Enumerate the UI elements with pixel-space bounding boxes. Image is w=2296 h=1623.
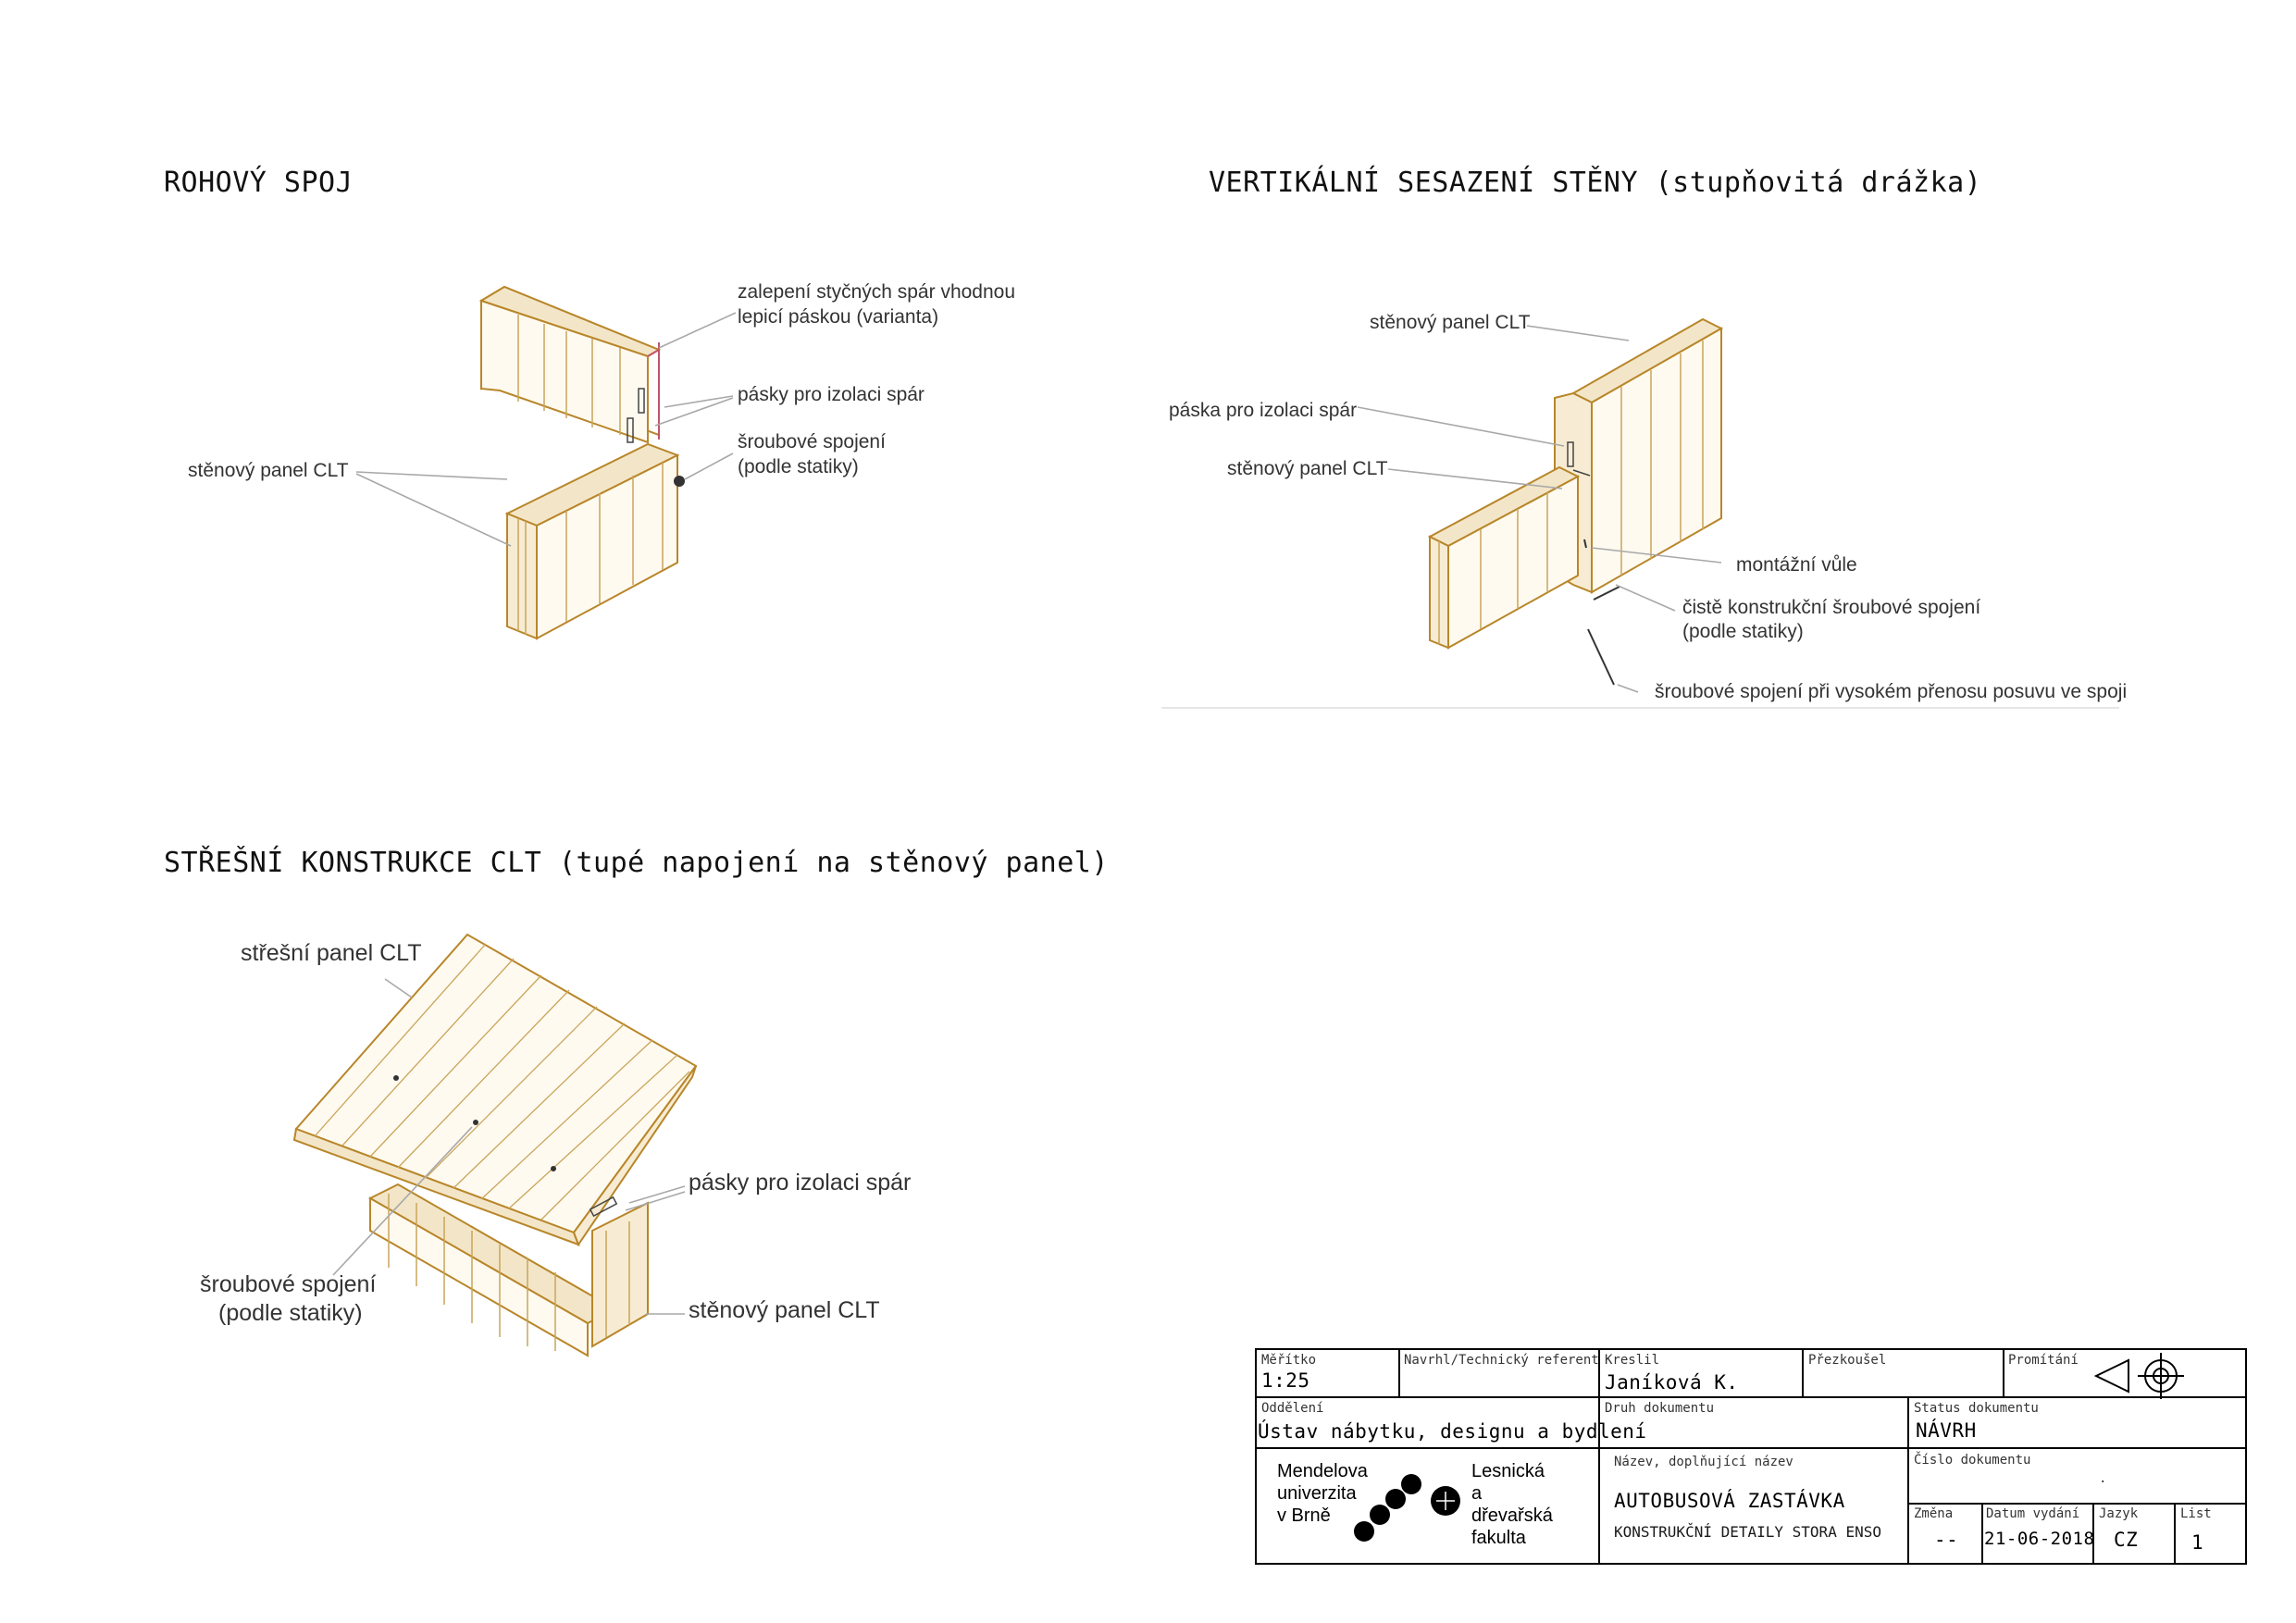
label-roof-panel: střešní panel CLT — [241, 940, 422, 966]
label-wall-panel-top: stěnový panel CLT — [1370, 312, 1531, 333]
tb-name-value: AUTOBUSOVÁ ZASTÁVKA — [1614, 1490, 1845, 1512]
tb-language-label: Jazyk — [2099, 1506, 2139, 1521]
tb-sheet-label: List — [2180, 1506, 2212, 1521]
corner-upper-panel — [478, 285, 662, 444]
label-assembly-clearance: montážní vůle — [1736, 554, 1857, 576]
label-wall-panel-left: stěnový panel CLT — [1227, 458, 1388, 479]
label-wall-panel: stěnový panel CLT — [188, 460, 349, 481]
label-structural-screw-line2: (podle statiky) — [1682, 621, 1804, 642]
label-screw-line2: (podle statiky) — [738, 456, 859, 477]
tb-doc-number-label: Číslo dokumentu — [1914, 1453, 2031, 1468]
heading-roof-construction: STŘEŠNÍ KONSTRUKCE CLT (tupé napojení na… — [164, 847, 1109, 879]
label-roof-strips: pásky pro izolaci spár — [689, 1170, 912, 1196]
tb-projection-label: Promítání — [2008, 1353, 2079, 1368]
label-joint-strip: páska pro izolaci spár — [1169, 400, 1358, 421]
tb-date-value: 21-06-2018 — [1984, 1529, 2095, 1549]
tb-name-label: Název, doplňující název — [1614, 1455, 1793, 1469]
tb-scale-label: Měřítko — [1261, 1353, 1317, 1368]
tb-change-value: -- — [1934, 1529, 1959, 1551]
tb-sheet-value: 1 — [2191, 1531, 2204, 1554]
tb-department-value: Ústav nábytku, designu a bydlení — [1258, 1420, 1647, 1443]
tb-doc-number-value: . — [2099, 1471, 2107, 1486]
label-structural-screw-line1: čistě konstrukční šroubové spojení — [1682, 597, 1981, 618]
tb-date-label: Datum vydání — [1986, 1506, 2080, 1521]
label-tape-glue-line2: lepicí páskou (varianta) — [738, 306, 939, 328]
tb-drawn-label: Kreslil — [1605, 1353, 1660, 1368]
university-logo-icon — [1354, 1474, 1460, 1542]
tb-status-label: Status dokumentu — [1914, 1401, 2039, 1416]
tb-change-label: Změna — [1914, 1506, 1954, 1521]
tb-scale-value: 1:25 — [1261, 1369, 1310, 1392]
tb-department-label: Oddělení — [1261, 1401, 1324, 1416]
heading-vertical-joint: VERTIKÁLNÍ SESAZENÍ STĚNY (stupňovitá dr… — [1209, 167, 1982, 199]
label-roof-wall-panel: stěnový panel CLT — [689, 1297, 880, 1323]
label-tape-glue-line1: zalepení styčných spár vhodnou — [738, 281, 1016, 303]
tb-university-name: Mendelova univerzita v Brně — [1277, 1461, 1368, 1526]
screw-icon — [674, 476, 685, 487]
tb-subname-value: KONSTRUKČNÍ DETAILY STORA ENSO — [1614, 1523, 1881, 1541]
tb-faculty-name: Lesnická a dřevařská fakulta — [1471, 1461, 1553, 1548]
tb-status-value: NÁVRH — [1916, 1419, 1977, 1442]
tb-doc-type-label: Druh dokumentu — [1605, 1401, 1715, 1416]
label-high-shear-screw: šroubové spojení při vysokém přenosu pos… — [1655, 681, 2128, 702]
label-roof-screw-line2: (podle statiky) — [218, 1300, 363, 1326]
tb-designer-label: Navrhl/Technický referent — [1404, 1353, 1599, 1368]
tb-language-value: CZ — [2114, 1529, 2139, 1551]
corner-lower-panel — [504, 442, 680, 640]
tb-drawn-value: Janíková K. — [1605, 1371, 1739, 1394]
heading-corner-joint: ROHOVÝ SPOJ — [164, 167, 354, 199]
tb-checked-label: Přezkoušel — [1808, 1353, 1887, 1368]
projection-symbol-icon — [2093, 1353, 2184, 1399]
label-screw-line1: šroubové spojení — [738, 431, 886, 452]
label-strips: pásky pro izolaci spár — [738, 384, 925, 405]
label-roof-screw-line1: šroubové spojení — [200, 1271, 377, 1297]
